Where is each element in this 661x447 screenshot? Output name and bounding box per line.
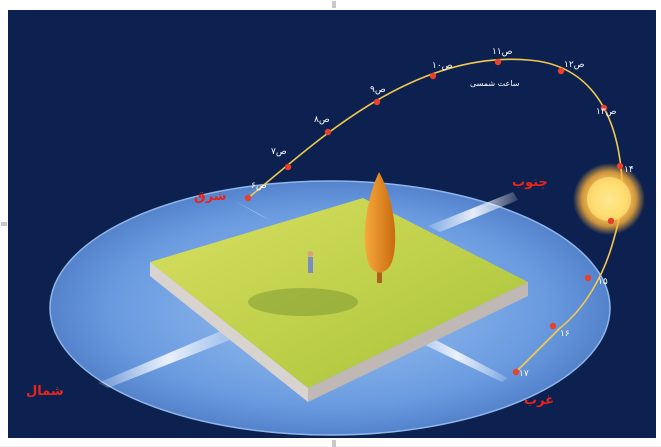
direction-north-label: شمال [26,384,64,399]
direction-south-label: جنوب [512,175,548,190]
diagram-svg: ۶ص ۷ص ۸ص ۹ص ۱۰ص ۱۱ص ۱۲ص ۱۳ص ۱۴ ۱۵ ۱۶ ۱۷ … [26,47,645,436]
direction-east-label: شرق [194,189,227,204]
sun-path-arc [247,58,623,373]
hour-marker [600,104,608,112]
tree [364,172,396,283]
axis-beam-nw [233,200,270,220]
hour-marker [324,128,332,136]
direction-west-label: غرب [524,393,554,408]
ground-plate-top [150,198,528,388]
frame-handle-top [332,1,336,8]
frame-handle-left [1,222,7,226]
sun-core [587,177,631,221]
hour-label: ۱۳ص [596,107,617,117]
axis-beam-sw [98,328,240,388]
hour-marker [429,72,437,80]
hour-marker [549,322,557,330]
tree-shadow [248,288,358,316]
hour-label: ۱۱ص [492,47,513,57]
hour-label: ۱۶ [560,329,570,339]
person-figure [307,251,314,273]
hour-label: ۱۰ص [432,61,453,71]
hour-label: ۱۲ص [564,60,585,70]
hour-marker [584,274,592,282]
hour-label: ۹ص [370,85,386,95]
hour-label: ۱۷ [519,369,529,379]
sun-path-diagram: ۶ص ۷ص ۸ص ۹ص ۱۰ص ۱۱ص ۱۲ص ۱۳ص ۱۴ ۱۵ ۱۶ ۱۷ … [8,10,656,438]
hour-label: ۱۵ [598,277,608,287]
axis-beam-ne [428,192,518,232]
hour-marker [284,163,292,171]
hour-marker [373,98,381,106]
hour-label: ۷ص [271,147,287,157]
hour-label: ۱۴ [624,165,634,175]
hour-label: ۸ص [314,115,330,125]
path-caption: ساعت شمسی [470,79,520,88]
hour-marker [557,67,565,75]
hour-label: ۶ص [251,181,267,191]
ground-plate-side-left [150,262,308,402]
frame-handle-bottom [332,440,336,447]
hour-marker [512,368,520,376]
hour-markers [244,58,624,376]
ground-plate-side-right [308,282,528,402]
hour-marker [607,217,615,225]
hour-marker [616,162,624,170]
hour-marker [244,194,252,202]
hour-marker [494,58,502,66]
